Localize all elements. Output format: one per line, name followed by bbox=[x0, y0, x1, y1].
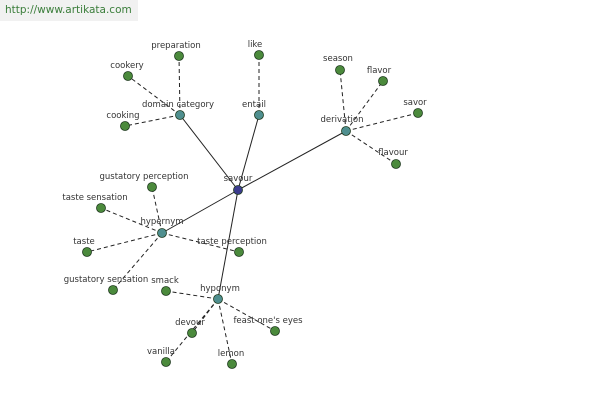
word-label-feast-one-s-eyes[interactable]: feast one's eyes bbox=[233, 316, 303, 326]
word-node-taste[interactable] bbox=[82, 247, 92, 257]
word-label-cookery[interactable]: cookery bbox=[110, 61, 143, 71]
word-label-taste[interactable]: taste bbox=[73, 237, 95, 247]
edge-root-derivation bbox=[237, 130, 347, 191]
word-node-flavour[interactable] bbox=[391, 159, 401, 169]
word-label-devour[interactable]: devour bbox=[175, 318, 205, 328]
url-text[interactable]: http://www.artikata.com bbox=[5, 4, 132, 16]
relation-node-hyponym[interactable] bbox=[213, 294, 223, 304]
word-node-gustatory-sensation[interactable] bbox=[108, 285, 118, 295]
edge-root-hyponym bbox=[217, 189, 239, 300]
word-node-vanilla[interactable] bbox=[161, 357, 171, 367]
edge-root-entail bbox=[237, 114, 260, 191]
relation-label-hyponym[interactable]: hyponym bbox=[200, 284, 240, 294]
edge-hypernym-gustatory-sensation bbox=[112, 232, 163, 291]
word-label-taste-sensation[interactable]: taste sensation bbox=[62, 193, 127, 203]
word-label-smack[interactable]: smack bbox=[151, 276, 179, 286]
relation-node-domain[interactable] bbox=[175, 110, 185, 120]
word-label-like[interactable]: like bbox=[248, 40, 263, 50]
relation-label-entail[interactable]: entail bbox=[242, 100, 266, 110]
relation-node-entail[interactable] bbox=[254, 110, 264, 120]
edge-derivation-season bbox=[339, 69, 347, 132]
edge-hypernym-gustatory-perception bbox=[151, 186, 163, 234]
edge-hyponym-smack bbox=[165, 290, 219, 300]
word-node-lemon[interactable] bbox=[227, 359, 237, 369]
root-label[interactable]: savour bbox=[224, 174, 253, 184]
edge-hypernym-taste-sensation bbox=[100, 207, 163, 234]
edge-hypernym-taste bbox=[86, 232, 163, 253]
edge-derivation-flavor bbox=[345, 80, 384, 132]
edge-hypernym-taste-perception bbox=[161, 232, 240, 253]
word-label-gustatory-sensation[interactable]: gustatory sensation bbox=[64, 275, 148, 285]
word-node-feast-one-s-eyes[interactable] bbox=[270, 326, 280, 336]
relation-label-domain[interactable]: domain category bbox=[142, 100, 214, 110]
relation-label-hypernym[interactable]: hypernym bbox=[140, 217, 183, 227]
word-node-like[interactable] bbox=[254, 50, 264, 60]
word-label-flavour[interactable]: flavour bbox=[378, 148, 408, 158]
url-banner: http://www.artikata.com bbox=[0, 0, 138, 21]
word-node-taste-perception[interactable] bbox=[234, 247, 244, 257]
word-node-savor[interactable] bbox=[413, 108, 423, 118]
word-label-preparation[interactable]: preparation bbox=[151, 41, 201, 51]
edge-derivation-savor bbox=[345, 112, 419, 132]
word-label-lemon[interactable]: lemon bbox=[218, 349, 244, 359]
word-node-cookery[interactable] bbox=[123, 71, 133, 81]
word-label-season[interactable]: season bbox=[323, 54, 353, 64]
word-label-cooking[interactable]: cooking bbox=[106, 111, 139, 121]
word-node-smack[interactable] bbox=[161, 286, 171, 296]
edge-domain-preparation bbox=[178, 55, 181, 116]
relation-label-derivation[interactable]: derivation bbox=[320, 115, 363, 125]
word-label-gustatory-perception[interactable]: gustatory perception bbox=[99, 172, 188, 182]
word-label-flavor[interactable]: flavor bbox=[367, 66, 392, 76]
word-node-gustatory-perception[interactable] bbox=[147, 182, 157, 192]
word-node-season[interactable] bbox=[335, 65, 345, 75]
edge-derivation-flavour bbox=[345, 130, 397, 165]
word-node-devour[interactable] bbox=[187, 328, 197, 338]
word-node-flavor[interactable] bbox=[378, 76, 388, 86]
word-node-cooking[interactable] bbox=[120, 121, 130, 131]
edge-root-domain bbox=[179, 114, 239, 191]
word-node-taste-sensation[interactable] bbox=[96, 203, 106, 213]
relation-node-hypernym[interactable] bbox=[157, 228, 167, 238]
root-node[interactable] bbox=[233, 185, 243, 195]
edge-domain-cookery bbox=[127, 75, 181, 116]
word-node-preparation[interactable] bbox=[174, 51, 184, 61]
edge-root-hypernym bbox=[161, 189, 239, 234]
word-label-savor[interactable]: savor bbox=[403, 98, 427, 108]
edge-hyponym-feast-one-s-eyes bbox=[217, 298, 276, 332]
word-label-vanilla[interactable]: vanilla bbox=[147, 347, 175, 357]
edge-domain-cooking bbox=[124, 114, 181, 127]
relation-node-derivation[interactable] bbox=[341, 126, 351, 136]
word-label-taste-perception[interactable]: taste perception bbox=[197, 237, 267, 247]
